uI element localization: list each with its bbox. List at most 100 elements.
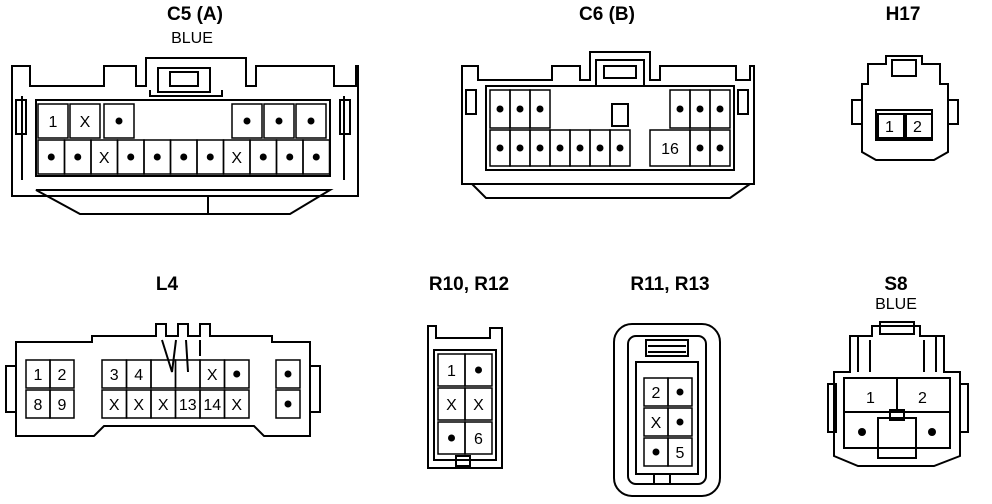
c6-cell (649, 129, 691, 167)
l4-pin-label: 14 (203, 397, 221, 414)
c6-pin-dot (516, 144, 524, 152)
c6-cell (549, 129, 571, 167)
l4-cell (125, 389, 152, 419)
c5-cell (37, 103, 69, 139)
c6-pin-dot (496, 105, 504, 113)
c5-cell (275, 139, 304, 175)
r11-cell (667, 407, 693, 437)
c5-pin-dot (312, 153, 320, 161)
l4-cell (174, 389, 201, 419)
c6-cell (509, 89, 531, 129)
s8-pin-dot (858, 428, 866, 436)
r10-r12-title: R10, R12 (428, 274, 510, 295)
c5-pin-dot (47, 153, 55, 161)
l4-pin-label: 2 (58, 367, 67, 384)
l4-cell (49, 389, 75, 419)
l4-cell (275, 389, 301, 419)
r11-pin-dot (652, 448, 660, 456)
c5-pin-dot (307, 117, 315, 125)
c5-cell (302, 139, 331, 175)
l4-pin-label: X (133, 397, 144, 414)
l4-pin-label: X (207, 367, 218, 384)
c5-cell (249, 139, 278, 175)
r10-pin-label: X (446, 397, 457, 414)
r10-cell (437, 387, 466, 421)
c5-pin-dot (275, 117, 283, 125)
c6-cell (529, 89, 551, 129)
c6-pin-dot (536, 144, 544, 152)
h17-title: H17 (885, 4, 921, 25)
c5-cell (63, 139, 92, 175)
l4-cell (150, 359, 177, 389)
l4-cell (101, 389, 128, 419)
c6-pin-dot (696, 105, 704, 113)
c5-title: C5 (A) (167, 4, 223, 25)
s8-title: S8 (884, 274, 908, 295)
l4-cell (223, 389, 250, 419)
l4-cell (25, 389, 51, 419)
c5-cell (37, 139, 66, 175)
c5-cell (116, 139, 145, 175)
c6-cell (689, 129, 711, 167)
l4-cell (150, 389, 177, 419)
c5-pin-dot (206, 153, 214, 161)
l4-pin-label: X (109, 397, 120, 414)
c5-cell (69, 103, 101, 139)
s8-pin-dot (928, 428, 936, 436)
r10-cell (437, 421, 466, 455)
c5-pin-dot (115, 117, 123, 125)
r11-cell (667, 437, 693, 467)
s8-pin-1: 1 (866, 390, 875, 407)
s8-color-label: BLUE (875, 296, 917, 313)
l4-cell (101, 359, 128, 389)
c5-pin-dot (286, 153, 294, 161)
c6-pin-dot (676, 105, 684, 113)
r10-pin-dot (475, 366, 482, 374)
c6-cell (489, 129, 511, 167)
c6-cell (589, 129, 611, 167)
l4-title: L4 (155, 274, 179, 295)
c6-pin-dot (716, 105, 724, 113)
c6-cell (509, 129, 531, 167)
r11-pin-dot (676, 418, 684, 426)
l4-pin-label: 9 (58, 397, 67, 414)
r11-cell (667, 377, 693, 407)
r11-cell (643, 407, 669, 437)
c6-pin-dot (496, 144, 504, 152)
c6-pin-dot (716, 144, 724, 152)
l4-cell (125, 359, 152, 389)
c6-pin-dot (536, 105, 544, 113)
r11-pin-label: X (651, 415, 662, 432)
r10-cell (464, 421, 493, 455)
r10-pin-label: X (473, 397, 484, 414)
l4-cell (199, 389, 226, 419)
l4-pin-dot (284, 400, 292, 408)
s8-pin-2: 2 (918, 390, 927, 407)
r11-pin-dot (676, 388, 684, 396)
r11-r13-title: R11, R13 (630, 274, 710, 295)
r10-cell (464, 353, 493, 387)
c5-pin-label: X (99, 150, 110, 167)
c5-pin-dot (127, 153, 135, 161)
c5-cell (263, 103, 295, 139)
c6-pin-dot (616, 144, 624, 152)
c5-pin-dot (259, 153, 267, 161)
c6-pin-dot (516, 105, 524, 113)
c5-cell (103, 103, 135, 139)
r10-pin-dot (448, 434, 455, 442)
l4-pin-dot (233, 370, 241, 378)
r10-pin-label: 1 (447, 363, 456, 380)
c6-pin-dot (596, 144, 604, 152)
c6-pin-dot (576, 144, 584, 152)
h17-pin-1: 1 (885, 119, 894, 136)
c5-cell (169, 139, 198, 175)
c5-cell (196, 139, 225, 175)
c6-cell (609, 129, 631, 167)
c5-pin-dot (243, 117, 251, 125)
